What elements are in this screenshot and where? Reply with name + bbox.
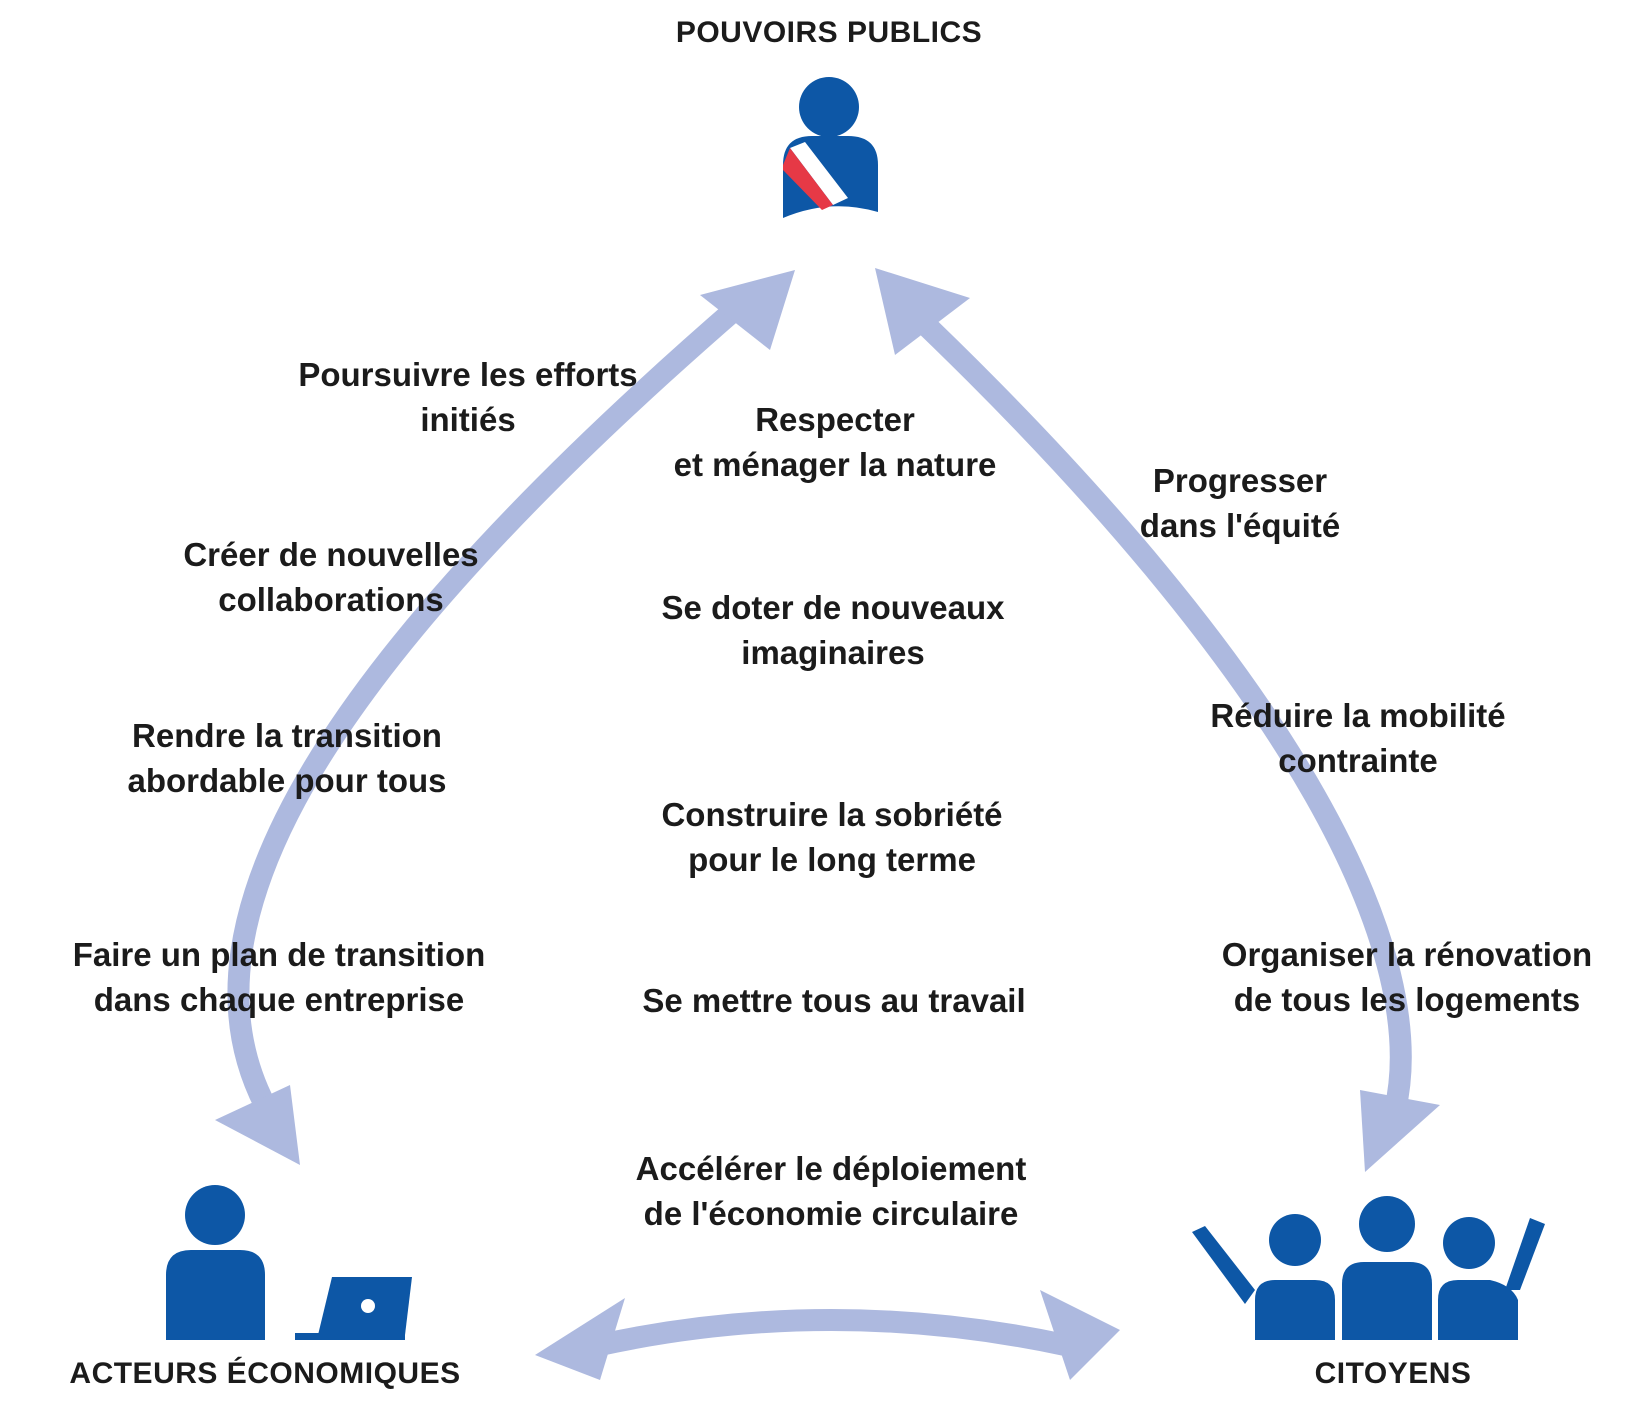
arrow-left-side bbox=[215, 270, 795, 1165]
actor-title-citoyens: CITOYENS bbox=[1314, 1357, 1472, 1390]
arrow-left-head-top bbox=[700, 270, 795, 350]
actor-title-pouvoirs-publics: POUVOIRS PUBLICS bbox=[675, 16, 983, 49]
arrow-right-head-bottom bbox=[1360, 1090, 1440, 1172]
arrow-left-shaft bbox=[227, 296, 748, 1111]
arrow-bottom-head-left bbox=[535, 1298, 625, 1380]
person-laptop-icon bbox=[166, 1185, 412, 1340]
arrow-bottom-side bbox=[535, 1290, 1120, 1380]
center-label-4: Se mettre tous au travail bbox=[642, 982, 1026, 1019]
arrow-bottom-shaft bbox=[597, 1309, 1068, 1356]
citizens-group-icon bbox=[1192, 1196, 1545, 1340]
arrow-right-head-top bbox=[875, 268, 970, 355]
elected-official-sash-icon bbox=[783, 77, 878, 218]
actor-title-acteurs-economiques: ACTEURS ÉCONOMIQUES bbox=[69, 1357, 461, 1390]
arrow-left-head-bottom bbox=[215, 1085, 300, 1165]
arrow-right-shaft bbox=[897, 297, 1412, 1113]
arrow-bottom-head-right bbox=[1040, 1290, 1120, 1380]
arrow-right-side bbox=[875, 268, 1440, 1172]
